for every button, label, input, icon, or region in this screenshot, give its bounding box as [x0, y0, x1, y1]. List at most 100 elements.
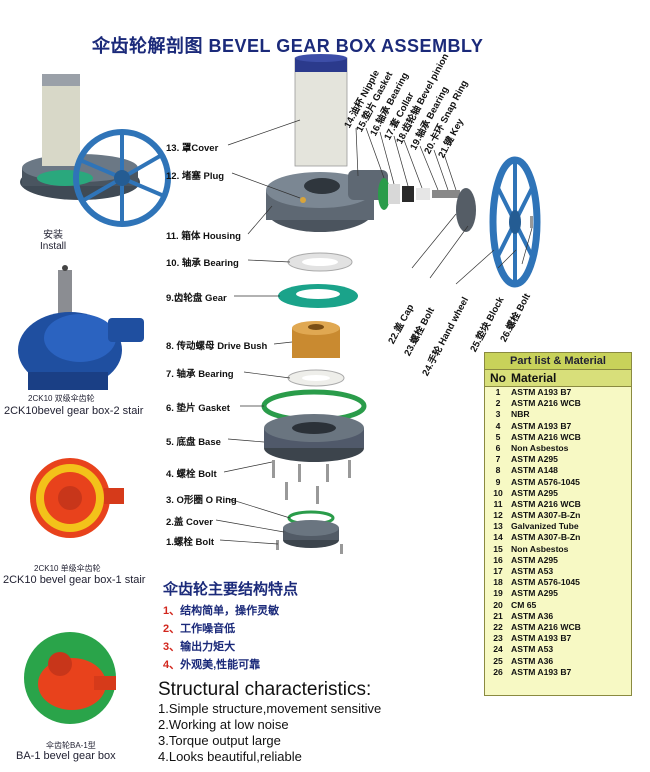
row-no: 1: [495, 387, 501, 397]
title-en: BEVEL GEAR BOX ASSEMBLY: [208, 36, 484, 56]
row-material: ASTM A216 WCB: [511, 498, 581, 509]
row-no: 15: [493, 543, 503, 554]
row-no: 17: [493, 566, 503, 576]
bolts-4: [272, 460, 351, 504]
gearbox-2stair-caption-cn: 2CK10 双级伞齿轮: [28, 394, 95, 403]
part-label-11: 11. 箱体 Housing: [166, 231, 241, 242]
row-material: ASTM A193 B7: [511, 420, 572, 431]
table-row: 14 ASTM A307-B-Zn: [485, 532, 631, 543]
row-no: 19: [493, 588, 503, 599]
row-material: ASTM A307-B-Zn: [511, 532, 581, 543]
gearbox-1stair-image: [30, 458, 124, 538]
part-label-3: 3. O形圈 O Ring: [166, 495, 237, 506]
row-material: ASTM A53: [511, 566, 554, 576]
row-material: ASTM A36: [511, 655, 554, 666]
base-5: [264, 414, 364, 462]
row-material: Galvanized Tube: [511, 521, 579, 532]
leader-lines: [215, 119, 533, 545]
cover-tube: [294, 54, 348, 167]
features-cn-title: 伞齿轮主要结构特点: [163, 581, 299, 598]
row-no: 13: [493, 521, 503, 532]
table-row: 17 ASTM A53: [485, 566, 631, 577]
feature-cn-item: 4、外观美,性能可靠: [163, 659, 261, 671]
gearbox-1stair-caption-cn: 2CK10 单级伞齿轮: [34, 564, 101, 573]
install-caption-en: Install: [40, 241, 67, 252]
row-no: 22: [493, 621, 503, 632]
gearbox-2stair-caption-en: 2CK10bevel gear box-2 stair: [4, 405, 144, 417]
row-material: NBR: [511, 409, 530, 420]
part-label-8: 8. 传动螺母 Drive Bush: [166, 341, 268, 352]
part-label-10: 10. 轴承 Bearing: [166, 258, 239, 269]
row-material: ASTM A193 B7: [511, 633, 572, 644]
pinion-assembly: [378, 178, 476, 232]
table-row: 12 ASTM A307-B-Zn: [485, 510, 631, 521]
gearbox-ba1-caption-cn: 伞齿轮BA-1型: [46, 741, 96, 750]
row-no: 16: [493, 554, 503, 565]
row-material: ASTM A307-B-Zn: [511, 510, 581, 521]
row-no: 11: [493, 498, 503, 509]
title-cn: 伞齿轮解剖图: [92, 36, 203, 56]
row-material: Non Asbestos: [511, 543, 569, 554]
row-material: ASTM A36: [511, 610, 554, 621]
bearing-10: [287, 252, 353, 272]
gearbox-ba1-image: [24, 632, 116, 724]
row-no: 7: [495, 454, 501, 465]
row-material: ASTM A295: [511, 588, 558, 599]
row-no: 12: [493, 510, 503, 521]
row-material: ASTM A216 WCB: [511, 398, 581, 409]
row-no: 10: [493, 487, 503, 498]
row-material: ASTM A53: [511, 644, 554, 655]
feature-cn-item: 3、输出力矩大: [163, 641, 236, 653]
feature-en-item: 3.Torque output large: [158, 733, 281, 748]
col-material: Material: [511, 371, 557, 385]
table-row: 13 Galvanized Tube: [485, 521, 631, 532]
row-no: 20: [493, 599, 503, 610]
part-label-4: 4. 螺栓 Bolt: [166, 469, 217, 480]
row-material: ASTM A148: [511, 465, 558, 476]
bolts-1: [276, 540, 343, 554]
row-no: 2: [495, 398, 501, 409]
row-no: 3: [495, 409, 501, 420]
table-row: 15 Non Asbestos: [485, 544, 631, 555]
part-label-12: 12. 堵塞 Plug: [166, 171, 225, 182]
feature-en-item: 4.Looks beautiful,reliable: [158, 749, 302, 764]
row-no: 9: [495, 476, 501, 487]
gear-9: [278, 284, 358, 308]
row-no: 8: [495, 465, 501, 476]
part-label-9: 9.齿轮盘 Gear: [166, 293, 227, 304]
table-column-headers: No Material: [485, 369, 631, 387]
row-material: ASTM A295: [511, 487, 558, 498]
feature-cn-item: 1、结构简单，操作灵敏: [163, 605, 280, 617]
row-material: ASTM A193 B7: [511, 666, 572, 677]
row-no: 24: [493, 644, 503, 655]
gearbox-1stair-caption-en: 2CK10 bevel gear box-1 stair: [3, 574, 146, 586]
row-no: 18: [493, 577, 503, 588]
feature-en-item: 2.Working at low noise: [158, 717, 289, 732]
row-no: 4: [495, 420, 501, 431]
table-header: Part list & Material: [485, 353, 631, 369]
table-row: 8 ASTM A148: [485, 465, 631, 476]
row-material: ASTM A295: [511, 554, 558, 565]
install-image: [20, 74, 171, 227]
table-row: 16 ASTM A295: [485, 555, 631, 566]
table-row: 3 NBR: [485, 409, 631, 420]
table-row: 2 ASTM A216 WCB: [485, 398, 631, 409]
row-no: 14: [493, 532, 503, 543]
housing: [266, 170, 388, 232]
feature-cn-item: 2、工作噪音低: [163, 623, 236, 635]
table-row: 10 ASTM A295: [485, 488, 631, 499]
cover-2: [283, 520, 339, 548]
gearbox-ba1-caption-en: BA-1 bevel gear box: [16, 750, 116, 762]
bearing-7: [287, 369, 345, 387]
